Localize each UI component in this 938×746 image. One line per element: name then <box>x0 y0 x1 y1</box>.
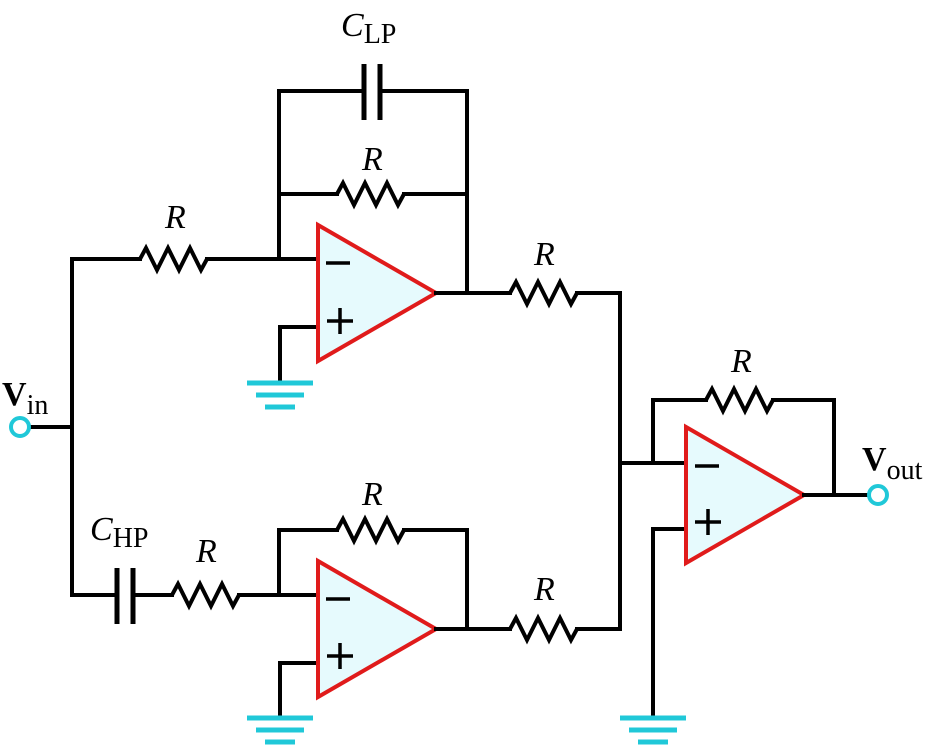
resistor-sum-feedback <box>704 384 775 416</box>
ground-symbol-sum <box>620 715 686 745</box>
resistor-sum-lp <box>508 277 579 309</box>
opamp-lowpass <box>316 221 441 365</box>
resistor-lp-input <box>138 243 209 275</box>
label-r-hp-feedback: R <box>361 476 383 513</box>
label-vin: Vin <box>2 376 48 421</box>
ground-symbol-hp <box>247 715 313 745</box>
lowpass-stage <box>138 64 622 465</box>
label-r-hp-input: R <box>195 533 217 570</box>
label-r-lp-feedback: R <box>361 141 383 178</box>
label-r-sum-lp: R <box>533 236 555 273</box>
opamp-summing <box>684 423 809 567</box>
label-r-sum-hp: R <box>533 571 555 608</box>
output-terminal <box>867 484 889 506</box>
ground-symbol-lp <box>247 380 313 410</box>
label-c-lp: CLP <box>341 7 396 50</box>
opamp-highpass <box>316 557 441 701</box>
highpass-stage <box>114 461 622 745</box>
label-c-hp: CHP <box>90 511 148 554</box>
summing-stage <box>618 384 870 745</box>
label-vout: Vout <box>862 441 923 486</box>
resistor-sum-hp <box>508 613 579 645</box>
label-r-sum-feedback: R <box>730 343 752 380</box>
resistor-lp-feedback <box>335 178 406 210</box>
resistor-hp-feedback <box>335 514 406 546</box>
label-r-lp-input: R <box>164 199 186 236</box>
resistor-hp-input <box>170 579 241 611</box>
input-wiring <box>28 257 142 597</box>
input-terminal <box>9 416 31 438</box>
